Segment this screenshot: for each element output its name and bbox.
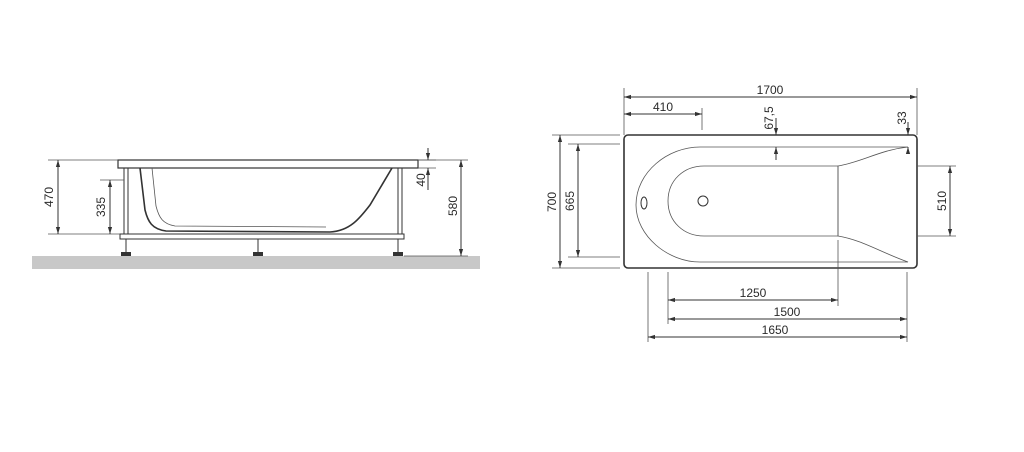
dim-700: 700 bbox=[545, 134, 620, 269]
dim-67-5: 67,5 bbox=[762, 106, 779, 160]
dim-label-665: 665 bbox=[563, 191, 577, 211]
dim-470: 470 bbox=[42, 159, 120, 235]
dim-label-67-5: 67,5 bbox=[762, 106, 776, 130]
tub-body bbox=[139, 167, 393, 233]
dim-label-1250: 1250 bbox=[740, 286, 767, 300]
dim-label-1650: 1650 bbox=[762, 323, 789, 337]
dim-label-1500: 1500 bbox=[774, 305, 801, 319]
dim-label-510: 510 bbox=[935, 191, 949, 211]
dim-label-410: 410 bbox=[653, 100, 673, 114]
dim-665: 665 bbox=[563, 143, 620, 258]
dim-label-335: 335 bbox=[94, 197, 108, 217]
tub-basin-floor bbox=[667, 165, 839, 237]
dim-33: 33 bbox=[895, 111, 911, 154]
overflow-icon bbox=[640, 196, 648, 210]
side-view: 470 335 40 580 bbox=[32, 148, 480, 269]
dim-label-1700: 1700 bbox=[757, 83, 784, 97]
drain-icon bbox=[697, 195, 709, 207]
dim-580: 580 bbox=[404, 159, 468, 257]
dim-335: 335 bbox=[94, 179, 124, 234]
dim-1500: 1500 bbox=[667, 272, 908, 324]
dim-1650: 1650 bbox=[647, 272, 908, 342]
dim-label-470: 470 bbox=[42, 187, 56, 207]
tub-inner-wall bbox=[151, 167, 327, 228]
floor-ground bbox=[32, 256, 480, 269]
tub-basin bbox=[635, 146, 909, 263]
dim-410: 410 bbox=[624, 100, 703, 130]
dim-1700: 1700 bbox=[623, 83, 918, 135]
dim-label-580: 580 bbox=[446, 196, 460, 216]
tub-rim bbox=[117, 159, 419, 169]
frame-legs bbox=[119, 168, 405, 256]
top-view: 1700 410 67,5 33 700 bbox=[545, 83, 956, 342]
dim-label-33: 33 bbox=[895, 111, 909, 125]
tub-outline bbox=[623, 134, 918, 269]
dim-1250: 1250 bbox=[667, 240, 839, 306]
dim-510: 510 bbox=[917, 165, 956, 237]
dim-label-700: 700 bbox=[545, 192, 559, 212]
dim-label-40: 40 bbox=[414, 173, 428, 187]
dim-40: 40 bbox=[414, 148, 436, 190]
